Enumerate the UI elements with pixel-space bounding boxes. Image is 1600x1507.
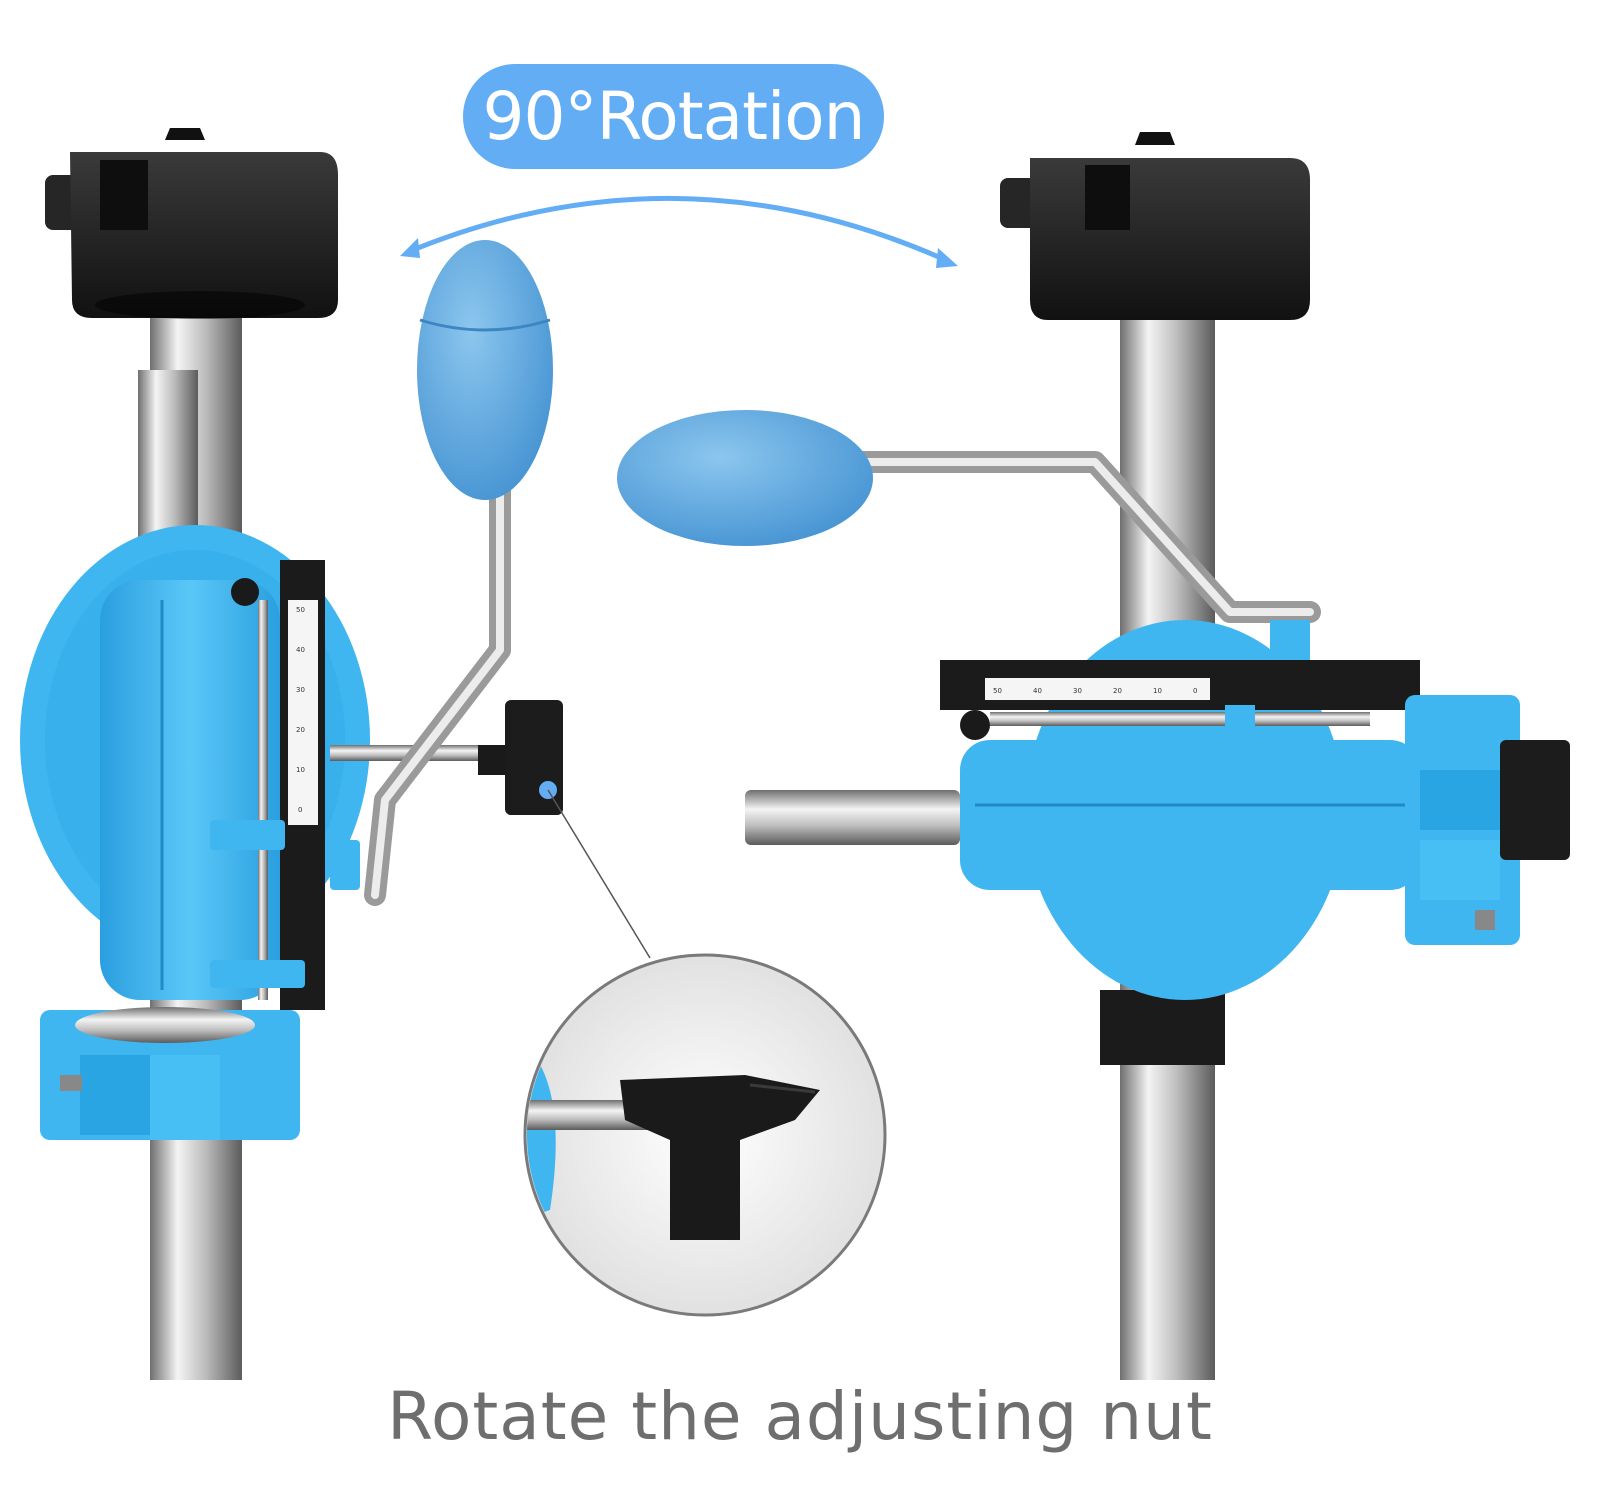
left-stand-assembly: 50 40 30 20 10 0 bbox=[20, 128, 651, 1380]
rotation-badge-label: 90°Rotation bbox=[482, 78, 865, 155]
rotation-arrow-icon bbox=[400, 195, 958, 268]
left-scale-tick: 50 bbox=[296, 606, 305, 614]
left-scale-ticks: 50 40 30 20 10 0 bbox=[296, 606, 305, 814]
left-scale-strip bbox=[288, 600, 318, 825]
left-top-cap bbox=[45, 128, 338, 319]
left-lock-knob-icon[interactable] bbox=[231, 578, 259, 606]
left-adjusting-nut-icon[interactable] bbox=[478, 700, 563, 815]
right-scale-tick: 40 bbox=[1033, 687, 1042, 695]
zoomed-adjusting-nut-icon bbox=[620, 1075, 820, 1240]
right-crank-knob[interactable] bbox=[617, 410, 873, 546]
left-pole-clamp bbox=[40, 1007, 300, 1140]
left-crank-knob[interactable] bbox=[417, 240, 553, 500]
right-scale-strip bbox=[985, 678, 1210, 700]
rotation-badge: 90°Rotation bbox=[463, 64, 884, 169]
right-scale-ticks: 50 40 30 20 10 0 bbox=[993, 687, 1197, 695]
right-blue-body bbox=[960, 740, 1420, 890]
left-scale-tick: 40 bbox=[296, 646, 305, 654]
right-lock-knob-icon[interactable] bbox=[960, 710, 990, 740]
left-blue-body bbox=[100, 580, 280, 1000]
left-scale-tick: 10 bbox=[296, 766, 305, 774]
right-scale-tick: 50 bbox=[993, 687, 1002, 695]
right-scale-tick: 0 bbox=[1193, 687, 1197, 695]
right-scale-tick: 20 bbox=[1113, 687, 1122, 695]
right-scale-tick: 30 bbox=[1073, 687, 1082, 695]
zoom-lens-callout bbox=[523, 953, 887, 1317]
right-pole-clamp bbox=[1405, 695, 1570, 945]
left-scale-tick: 20 bbox=[296, 726, 305, 734]
right-stand-assembly: 50 40 30 20 10 0 bbox=[617, 132, 1570, 1380]
left-scale-tick: 30 bbox=[296, 686, 305, 694]
right-scale-tick: 10 bbox=[1153, 687, 1162, 695]
left-scale-tick: 0 bbox=[298, 806, 302, 814]
caption-text: Rotate the adjusting nut bbox=[387, 1378, 1213, 1455]
right-top-cap bbox=[1000, 132, 1310, 320]
callout-pointer-line bbox=[547, 789, 651, 959]
